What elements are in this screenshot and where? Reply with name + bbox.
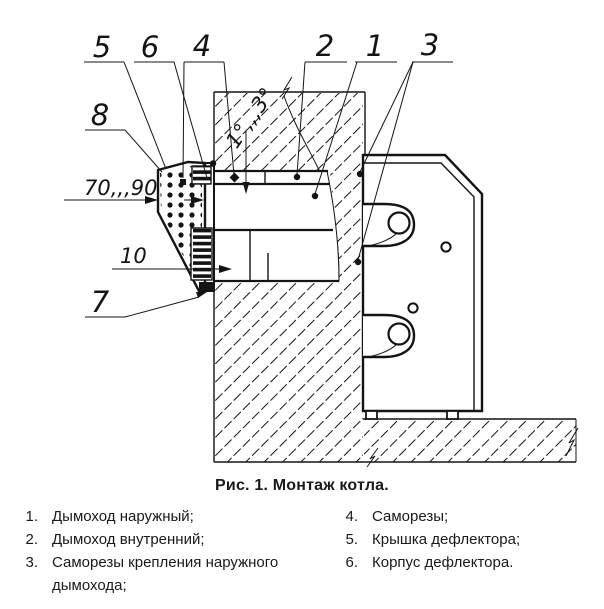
- inner-pipe-ribs-lower: [190, 227, 213, 281]
- legend-column-right: 4. Саморезы; 5. Крышка дефлектора; 6. Ко…: [336, 505, 520, 597]
- boiler-foot-right: [446, 410, 459, 420]
- legend-item-number: 5.: [345, 531, 358, 548]
- callout-2: 2: [316, 29, 334, 63]
- clamp: [199, 282, 214, 290]
- boiler-body: [361, 153, 484, 420]
- callout-4: 4: [193, 29, 211, 63]
- legend-item-number: 1.: [25, 508, 38, 525]
- callout-6: 6: [141, 30, 159, 64]
- callout-3: 3: [421, 28, 439, 62]
- legend-item: 2. Дымоход внутренний;: [16, 528, 336, 551]
- figure-caption: Рис. 1. Монтаж котла.: [215, 477, 389, 494]
- deflector: [156, 160, 240, 293]
- legend-item: 3. Саморезы крепления наружного дымохода…: [16, 551, 336, 597]
- dimension-protrusion-label: 70,,,90: [84, 176, 157, 200]
- wall-section: [213, 76, 366, 462]
- wall-floor-break-zigzag: [366, 447, 379, 468]
- legend-item: 1. Дымоход наружный;: [16, 505, 336, 528]
- boiler-hole-upper: [440, 241, 452, 253]
- boiler-foot-left: [365, 410, 378, 420]
- legend: 1. Дымоход наружный; 2. Дымоход внутренн…: [0, 495, 604, 597]
- dimension-offset: 10: [112, 244, 232, 273]
- screw-diamond: [229, 172, 240, 183]
- dimension-offset-label: 10: [120, 244, 147, 268]
- legend-item-label: Саморезы крепления наружного дымохода;: [52, 554, 279, 594]
- callouts: 5 6 4 2 1 3 8: [84, 28, 453, 319]
- floor-break-zigzag: [565, 427, 579, 457]
- callout-1: 1: [366, 29, 384, 63]
- screw-square-face: [180, 179, 186, 185]
- legend-item: 5. Крышка дефлектора;: [336, 528, 520, 551]
- legend-item: 4. Саморезы;: [336, 505, 520, 528]
- legend-column-left: 1. Дымоход наружный; 2. Дымоход внутренн…: [16, 505, 336, 597]
- legend-item-number: 6.: [345, 554, 358, 571]
- chimney-pipe: [196, 169, 340, 283]
- legend-item-number: 2.: [25, 531, 38, 548]
- legend-item-label: Корпус дефлектора.: [372, 554, 514, 571]
- legend-item: 6. Корпус дефлектора.: [336, 551, 520, 574]
- wall-break-zigzag: [281, 76, 293, 100]
- callout-5: 5: [93, 30, 111, 64]
- legend-item-label: Крышка дефлектора;: [372, 531, 521, 548]
- callout-8: 8: [91, 98, 109, 132]
- screw-dot-plate-top: [209, 160, 217, 167]
- installation-drawing: 70,,,90 10 1°,,,3° 5 6 4: [64, 28, 579, 468]
- inner-pipe-ribs-upper: [191, 165, 212, 185]
- boiler-hole-lower: [407, 302, 419, 314]
- legend-item-label: Дымоход наружный;: [52, 508, 194, 525]
- legend-item-label: Дымоход внутренний;: [52, 531, 205, 548]
- legend-item-number: 3.: [25, 554, 38, 571]
- legend-item-number: 4.: [345, 508, 358, 525]
- floor-section: [214, 418, 579, 468]
- legend-item-label: Саморезы;: [372, 508, 449, 525]
- dimension-protrusion: 70,,,90: [64, 176, 204, 204]
- callout-7: 7: [91, 285, 110, 319]
